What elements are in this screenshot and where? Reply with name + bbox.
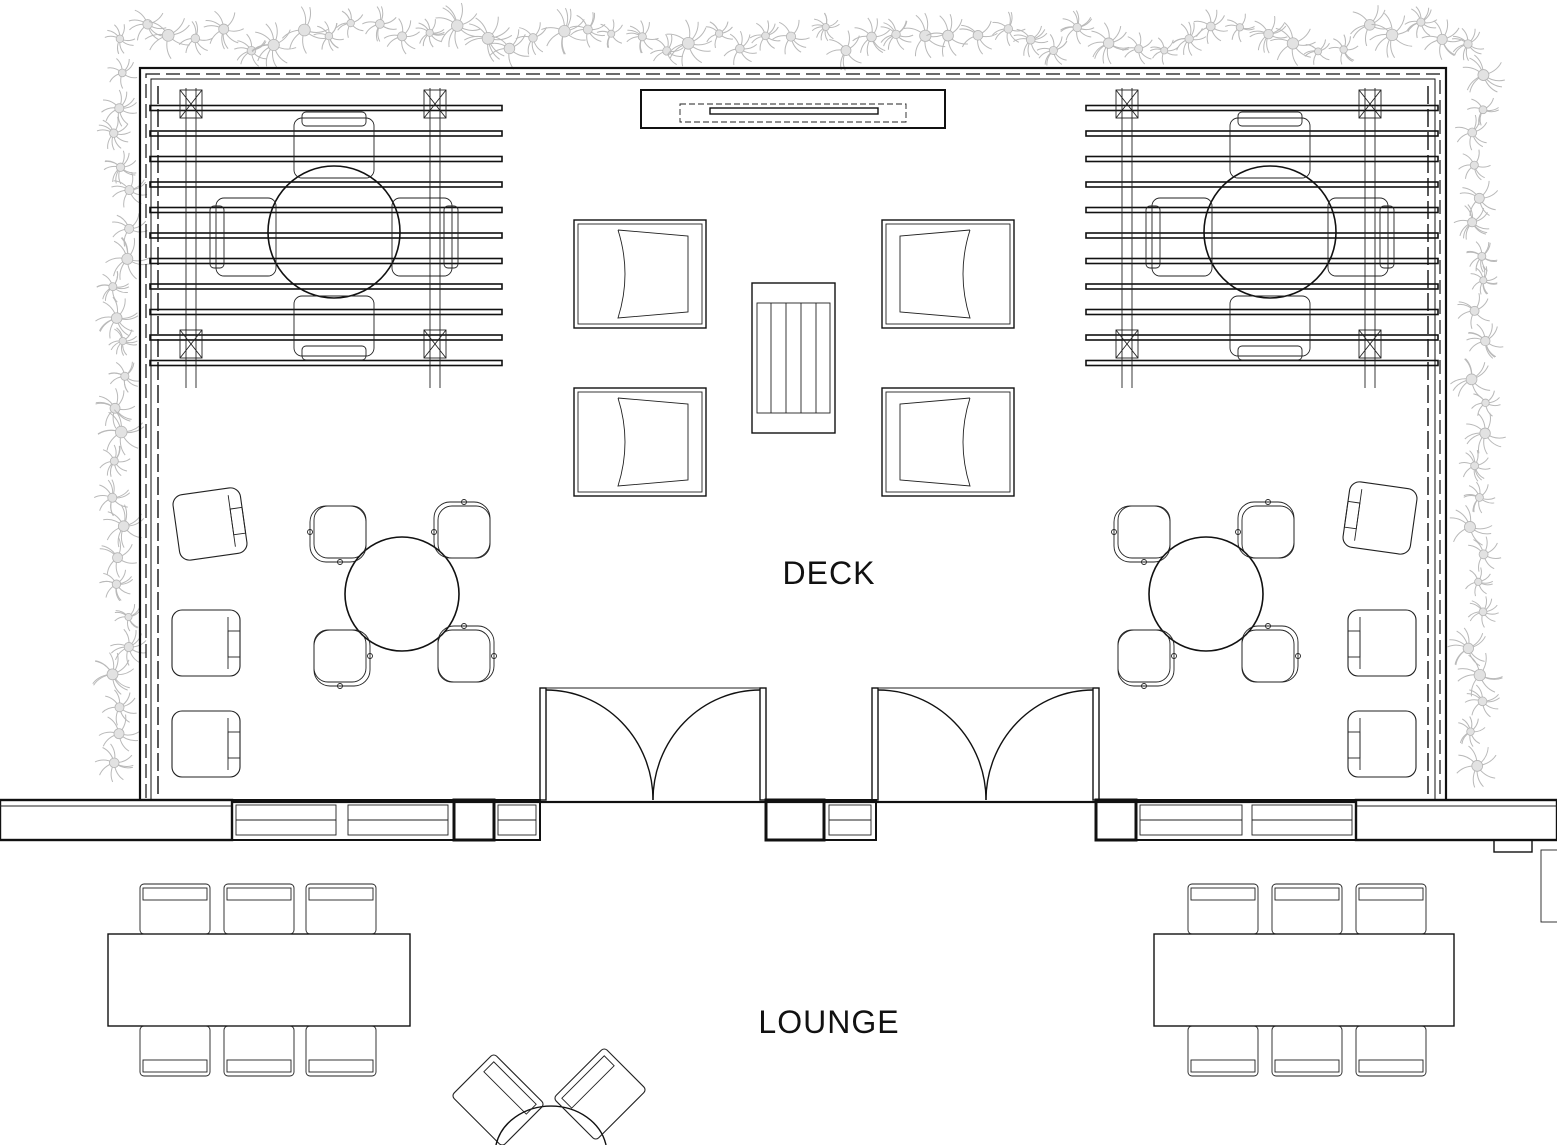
pergola-left [149,88,503,388]
lounge-chair-pair [452,1048,646,1145]
side-armchair-group [171,481,1418,778]
planting-border [92,2,1506,788]
lounge-label: LOUNGE [758,1004,899,1040]
bistro-table-right [1111,499,1301,689]
coffee-table [751,282,836,434]
pergola-right [1085,88,1439,388]
lounge-chair-group [573,219,1015,497]
bistro-table-left [307,499,497,689]
window-left [231,798,541,842]
deck-label: DECK [783,555,876,591]
fireplace [640,89,946,129]
dining-table-right [1153,883,1455,1077]
window-right [1094,798,1357,842]
double-door-right [871,687,1100,801]
dining-table-left [107,883,411,1077]
building-wall [0,687,1557,923]
double-door-left [539,687,767,801]
window-center [764,798,877,842]
deck-perimeter [138,66,1448,804]
